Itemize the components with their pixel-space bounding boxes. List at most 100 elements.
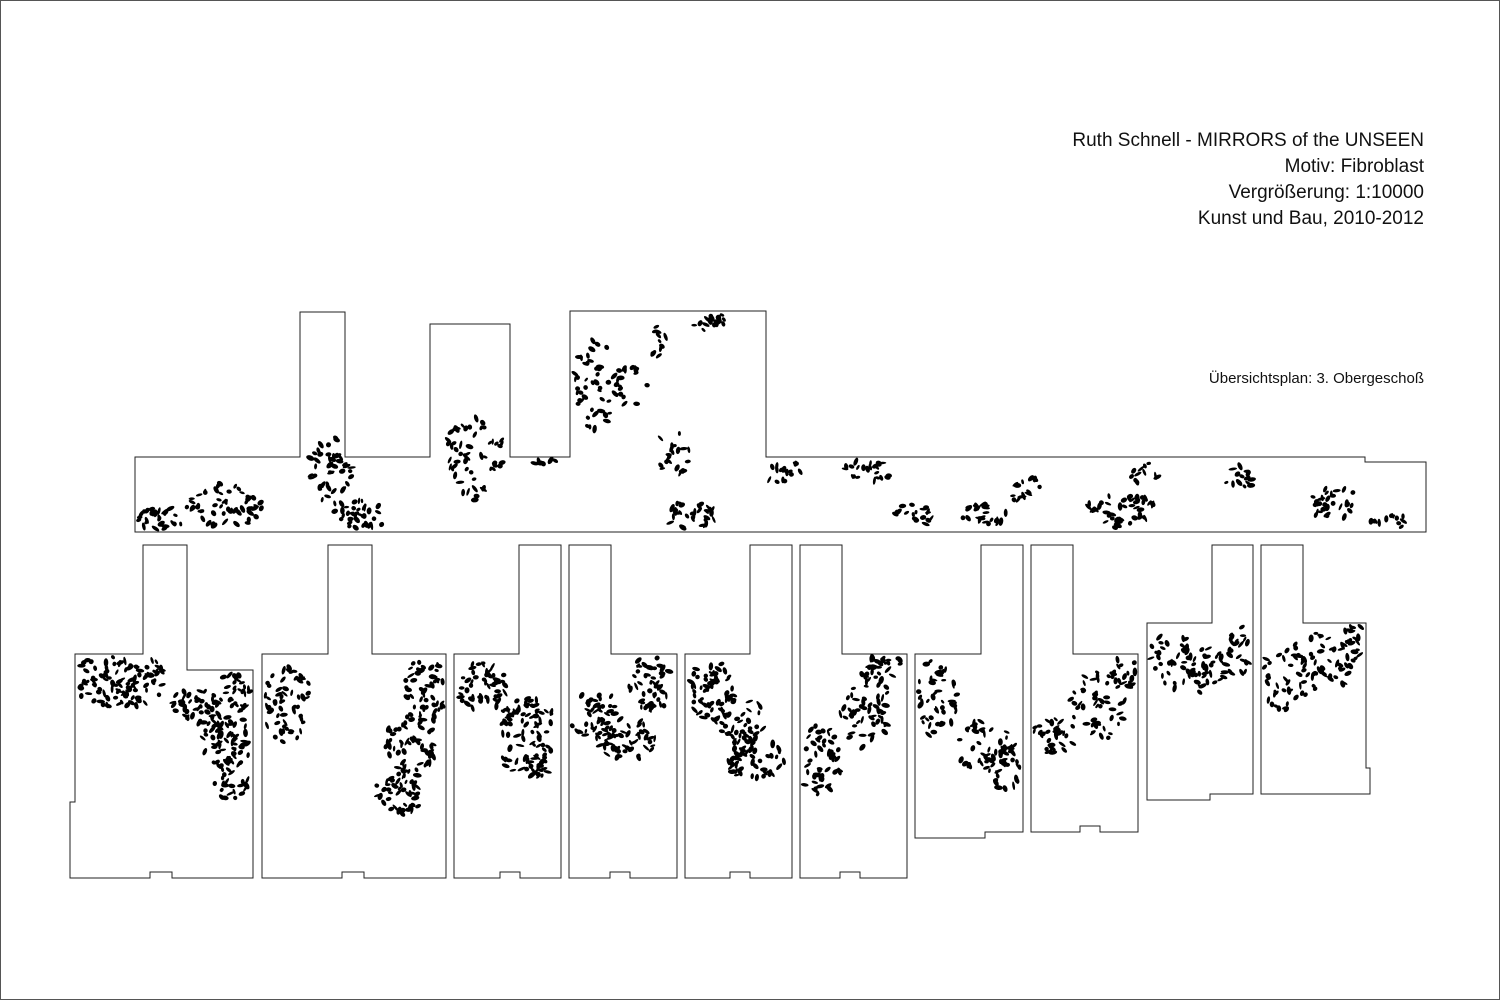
cell-mark — [112, 661, 117, 667]
cell-mark — [1012, 742, 1018, 748]
cell-mark — [239, 491, 245, 495]
cell-mark — [521, 734, 526, 743]
cell-mark — [278, 728, 284, 736]
cell-mark — [1146, 461, 1151, 466]
cell-mark — [523, 721, 530, 728]
cell-mark — [883, 722, 889, 728]
cell-mark — [707, 316, 713, 325]
cell-mark — [423, 748, 431, 756]
cell-mark — [1316, 666, 1323, 675]
cell-mark — [849, 713, 855, 719]
cell-mark — [232, 688, 237, 695]
cell-mark — [229, 703, 235, 709]
cell-mark — [600, 720, 605, 727]
cell-mark — [1154, 471, 1157, 481]
cell-mark — [1368, 517, 1374, 525]
cell-mark — [1329, 493, 1336, 498]
cell-mark — [1308, 651, 1314, 657]
cell-mark — [517, 766, 526, 772]
cell-mark — [724, 695, 729, 703]
cell-mark — [584, 377, 588, 382]
cell-mark — [810, 740, 817, 747]
cell-mark — [347, 524, 352, 529]
cell-mark — [348, 474, 355, 480]
cell-mark — [608, 693, 614, 700]
cell-mark — [610, 711, 619, 716]
title-program-years: Kunst und Bau, 2010-2012 — [1197, 208, 1424, 229]
cell-mark — [401, 748, 407, 755]
cell-mark — [1208, 662, 1214, 668]
cell-mark — [102, 677, 109, 682]
cell-mark — [815, 729, 823, 735]
cell-mark — [691, 323, 698, 327]
cell-mark — [998, 517, 1004, 526]
cell-mark — [412, 735, 417, 740]
cell-mark — [150, 657, 154, 664]
cell-mark — [388, 806, 395, 812]
cell-mark — [692, 511, 696, 520]
cell-mark — [1097, 697, 1105, 703]
cell-mark — [367, 521, 373, 529]
cell-mark — [865, 465, 870, 473]
cell-mark — [1221, 662, 1231, 667]
cell-mark — [521, 728, 525, 737]
cell-mark — [317, 451, 324, 457]
cell-mark — [1045, 729, 1051, 734]
cell-mark — [1323, 485, 1328, 493]
cell-mark — [757, 758, 763, 764]
cell-mark — [547, 456, 554, 465]
cell-mark — [161, 524, 170, 529]
cell-mark — [703, 673, 708, 678]
cell-mark — [223, 715, 232, 720]
cell-mark — [144, 507, 150, 514]
cell-mark — [524, 712, 531, 718]
cell-mark — [1243, 469, 1251, 473]
cell-mark — [530, 767, 536, 773]
cell-mark — [692, 689, 697, 694]
cell-mark — [1000, 745, 1006, 752]
cell-mark — [78, 686, 85, 691]
cell-mark — [515, 743, 525, 747]
cell-mark — [1275, 652, 1283, 658]
cell-mark — [534, 696, 539, 705]
cell-mark — [793, 460, 798, 467]
cell-mark — [926, 698, 930, 703]
cell-mark — [691, 699, 697, 705]
cell-mark — [1332, 489, 1341, 493]
cell-mark — [1282, 706, 1289, 710]
cell-mark — [414, 783, 421, 790]
cell-mark — [404, 779, 408, 785]
cell-mark — [586, 711, 592, 718]
cell-mark — [1313, 631, 1319, 635]
cell-mark — [143, 682, 150, 688]
cell-mark — [145, 687, 148, 693]
cell-mark — [992, 778, 999, 787]
cell-mark — [1242, 484, 1247, 489]
cell-mark — [898, 503, 907, 509]
cell-mark — [880, 711, 887, 715]
cell-mark — [990, 753, 996, 762]
cell-mark — [1089, 506, 1095, 513]
cell-mark — [638, 698, 646, 704]
cell-mark — [733, 773, 740, 777]
cell-mark — [648, 703, 657, 709]
cell-mark — [213, 699, 222, 705]
cell-mark — [100, 702, 106, 708]
cell-mark — [1017, 764, 1022, 770]
cell-mark — [590, 380, 595, 386]
cell-mark — [403, 772, 406, 779]
cell-mark — [514, 698, 520, 704]
cell-mark — [549, 710, 554, 716]
cell-mark — [872, 704, 880, 709]
cell-mark — [227, 509, 234, 514]
cell-mark — [711, 515, 716, 524]
cell-mark — [1342, 643, 1348, 647]
cell-mark — [1134, 495, 1141, 502]
cell-mark — [990, 762, 996, 768]
cell-mark — [739, 729, 746, 734]
cell-mark — [607, 411, 612, 415]
cell-mark — [1069, 740, 1077, 746]
cell-mark — [455, 426, 461, 430]
cell-mark — [401, 722, 404, 728]
cell-mark — [1003, 508, 1008, 518]
